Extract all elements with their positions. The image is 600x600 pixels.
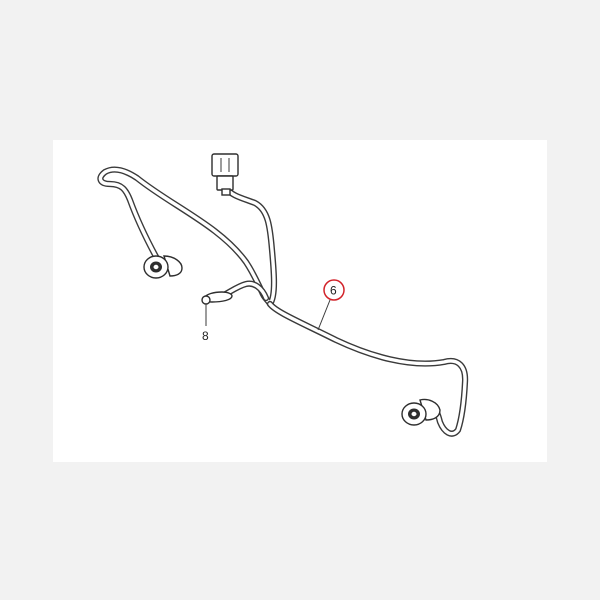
- callout-6-label: 6: [330, 284, 337, 298]
- wiring-harness: [97, 166, 469, 437]
- sensor-plug-left: [143, 255, 183, 279]
- harness-connector: [211, 153, 239, 196]
- callout-8-label: 8: [202, 329, 209, 343]
- wire-clamp: [201, 291, 233, 326]
- callout-6-highlight-ring: [323, 279, 345, 301]
- sensor-plug-right: [401, 398, 441, 426]
- callout-6: 6: [317, 279, 345, 331]
